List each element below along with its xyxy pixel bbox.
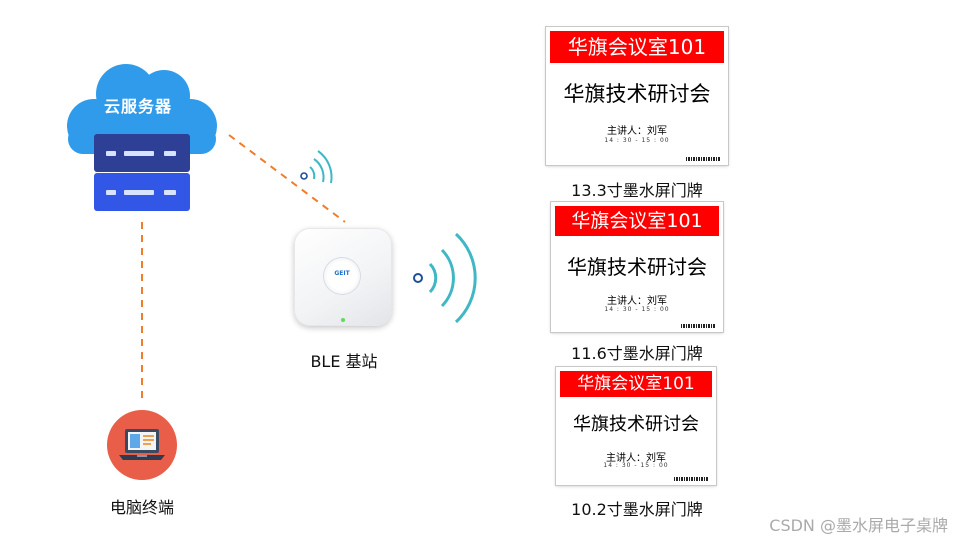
wifi-signal-large-icon (413, 232, 477, 324)
cloud-server-label: 云服务器 (103, 97, 172, 116)
sign-barcode (674, 477, 708, 481)
sign-meeting-title: 华旗技术研讨会 (567, 255, 707, 279)
sign-speaker: 主讲人：刘军 (607, 296, 667, 307)
cloud-server: 云服务器 (66, 58, 218, 218)
sign-room-banner: 华旗会议室101 (550, 31, 724, 63)
wifi-signal-small-icon (300, 150, 333, 184)
status-led (341, 318, 345, 322)
computer-terminal-icon (107, 410, 177, 480)
ble-base-station: GEIT (294, 228, 392, 326)
station-label: BLE 基站 (310, 352, 378, 371)
sign-room-banner: 华旗会议室101 (555, 206, 719, 236)
server-rack-bottom (94, 173, 190, 211)
sign-barcode (686, 157, 720, 161)
sign-barcode (681, 324, 715, 328)
sign-speaker: 主讲人：刘军 (606, 453, 666, 464)
epaper-sign-13-3: 华旗会议室101 华旗技术研讨会 主讲人：刘军 14 : 30 - 15 : 0… (546, 27, 728, 165)
sign-time: 14 : 30 - 15 : 00 (604, 137, 670, 144)
sign-time: 14 : 30 - 15 : 00 (604, 306, 670, 313)
computer-terminal-label: 电脑终端 (109, 498, 174, 517)
epaper-sign-10-2: 华旗会议室101 华旗技术研讨会 主讲人：刘军 14 : 30 - 15 : 0… (556, 367, 716, 485)
epaper-sign-11-6: 华旗会议室101 华旗技术研讨会 主讲人：刘军 14 : 30 - 15 : 0… (551, 202, 723, 332)
sign-room-banner: 华旗会议室101 (560, 371, 712, 397)
sign-time: 14 : 30 - 15 : 00 (603, 462, 669, 469)
cloud-to-station-link (228, 134, 346, 223)
station-logo: GEIT (334, 270, 350, 277)
sign-meeting-title: 华旗技术研讨会 (563, 82, 711, 106)
sign-caption-10-2: 10.2寸墨水屏门牌 (571, 500, 703, 519)
watermark: CSDN @墨水屏电子桌牌 (769, 516, 948, 535)
server-rack-top (94, 134, 190, 172)
sign-speaker: 主讲人：刘军 (607, 126, 667, 137)
sign-caption-11-6: 11.6寸墨水屏门牌 (571, 344, 703, 363)
sign-meeting-title: 华旗技术研讨会 (573, 414, 699, 435)
station-logo-ring: GEIT (324, 258, 360, 294)
sign-caption-13-3: 13.3寸墨水屏门牌 (571, 181, 703, 200)
